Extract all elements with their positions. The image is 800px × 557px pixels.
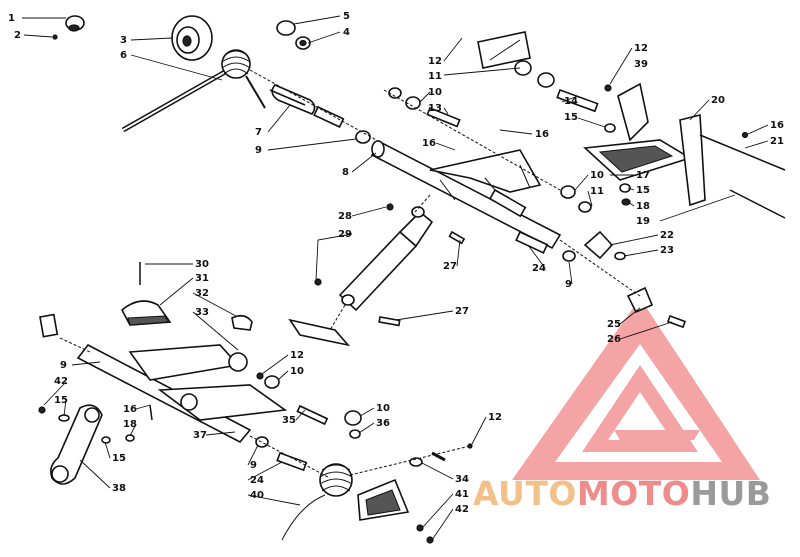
callout-c11a: 11 — [428, 71, 442, 82]
callout-c7: 7 — [255, 127, 262, 138]
callout-c16c: 16 — [770, 120, 784, 131]
callout-c35: 35 — [282, 415, 296, 426]
watermark-part-auto: AUTO — [473, 474, 577, 513]
callout-c32: 32 — [195, 288, 209, 299]
watermark-logo — [512, 298, 760, 480]
callout-c39: 39 — [634, 59, 648, 70]
callout-c15d: 15 — [112, 453, 126, 464]
lower-assembly — [38, 262, 473, 544]
callout-c12c: 12 — [290, 350, 304, 361]
callout-c41: 41 — [455, 489, 469, 500]
callout-c26: 26 — [607, 334, 621, 345]
callout-c21: 21 — [770, 136, 784, 147]
callout-c23: 23 — [660, 245, 674, 256]
callout-c16b: 16 — [422, 138, 436, 149]
callout-c25: 25 — [607, 319, 621, 330]
upper-assembly — [52, 15, 786, 347]
callout-c27b: 27 — [455, 306, 469, 317]
callout-c3: 3 — [120, 35, 127, 46]
callout-c18a: 18 — [636, 201, 650, 212]
callout-c2: 2 — [14, 30, 21, 41]
callout-c27a: 27 — [443, 261, 457, 272]
callout-c16a: 16 — [535, 129, 549, 140]
callout-c24a: 24 — [532, 263, 546, 274]
callout-c9a: 9 — [255, 145, 262, 156]
callout-c10d: 10 — [376, 403, 390, 414]
callout-c31: 31 — [195, 273, 209, 284]
callout-c38: 38 — [112, 483, 126, 494]
callout-c12d: 12 — [488, 412, 502, 423]
callout-c11b: 11 — [590, 186, 604, 197]
torsion-spring-lower — [281, 463, 353, 541]
torsion-spring-upper — [221, 49, 266, 109]
callout-c42b: 42 — [455, 504, 469, 515]
callout-c9c: 9 — [60, 360, 67, 371]
callout-c18b: 18 — [123, 419, 137, 430]
callout-c10a: 10 — [428, 87, 442, 98]
callout-c24b: 24 — [250, 475, 264, 486]
callout-c29: 29 — [338, 229, 352, 240]
callout-c16d: 16 — [123, 404, 137, 415]
callout-c17: 17 — [636, 170, 650, 181]
callout-c10c: 10 — [290, 366, 304, 377]
callout-c20: 20 — [711, 95, 725, 106]
callout-c28: 28 — [338, 211, 352, 222]
callout-c37: 37 — [193, 430, 207, 441]
callout-c19: 19 — [636, 216, 650, 227]
callout-c40: 40 — [250, 490, 264, 501]
callout-c8: 8 — [342, 167, 349, 178]
callout-c9d: 9 — [250, 460, 257, 471]
callout-c36: 36 — [376, 418, 390, 429]
callout-c5: 5 — [343, 11, 350, 22]
callout-c9b: 9 — [565, 279, 572, 290]
watermark-text: AUTOMOTOHUB — [473, 474, 771, 513]
leader-lines — [22, 15, 769, 541]
callout-c22: 22 — [660, 230, 674, 241]
callout-c15c: 15 — [54, 395, 68, 406]
shock-absorber — [338, 206, 434, 312]
callout-c13: 13 — [428, 103, 442, 114]
callout-c33: 33 — [195, 307, 209, 318]
callout-c15b: 15 — [636, 185, 650, 196]
callout-c12b: 12 — [634, 43, 648, 54]
callout-c34: 34 — [455, 474, 469, 485]
callout-c30: 30 — [195, 259, 209, 270]
callout-c15a: 15 — [564, 112, 578, 123]
callout-c6: 6 — [120, 50, 127, 61]
watermark-part-moto: MOTO — [577, 474, 690, 513]
callout-c10b: 10 — [590, 170, 604, 181]
watermark-part-hub: HUB — [690, 474, 771, 513]
drop-arm — [50, 404, 103, 485]
callout-c4: 4 — [343, 27, 350, 38]
callout-c1: 1 — [8, 13, 15, 24]
callout-c14: 14 — [564, 96, 578, 107]
callout-c12a: 12 — [428, 56, 442, 67]
callout-c42a: 42 — [54, 376, 68, 387]
